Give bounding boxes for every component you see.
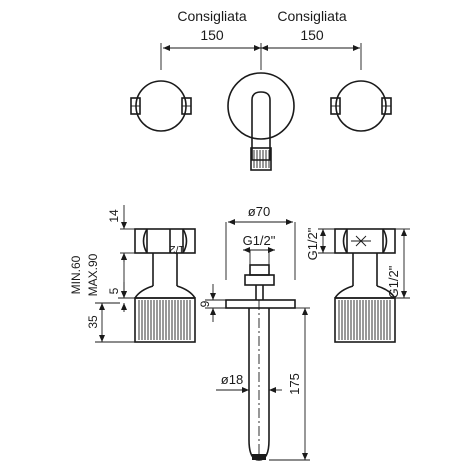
dim-g12-center: G1/2" [243, 233, 276, 248]
center-dimensions: 9 ø18 175 [198, 284, 310, 461]
dim-g12-right-bottom: G1/2" [386, 265, 401, 298]
right-handle-top [330, 80, 392, 132]
dim-diam18: ø18 [221, 372, 243, 387]
dim-9: 9 [198, 300, 212, 307]
right-dimensions: G1/2" G1/2" [305, 227, 410, 299]
dim-175: 175 [287, 373, 302, 395]
spout-top [227, 72, 295, 171]
right-valve-body [334, 228, 396, 343]
left-valve-thread-label: 1/2 [169, 243, 184, 255]
dim-diam70: ø70 [248, 204, 270, 219]
dim-max: MAX.90 [86, 253, 100, 296]
dim-35: 35 [86, 315, 100, 329]
spacing-dim-right: 150 [300, 27, 324, 43]
recommended-label-right: Consigliata [277, 8, 346, 24]
left-handle-knurl [138, 300, 191, 340]
spacing-dimension-line [160, 43, 362, 70]
dim-5: 5 [107, 287, 121, 294]
dim-min: MIN.60 [69, 255, 83, 294]
recommended-label-left: Consigliata [177, 8, 246, 24]
left-valve-body: 1/2 [134, 228, 196, 343]
front-view: 1/2 [69, 204, 410, 462]
left-dimensions: 14 MIN.60 MAX.90 5 35 [69, 205, 135, 343]
spout-aerator-hatch [253, 150, 270, 168]
spacing-dim-left: 150 [200, 27, 224, 43]
left-handle-top [130, 80, 192, 132]
spout-front: ø70 G1/2" [225, 204, 296, 462]
dim-14: 14 [107, 209, 121, 223]
top-view: Consigliata Consigliata 150 150 [130, 8, 392, 171]
dim-g12-right-top: G1/2" [305, 227, 320, 260]
right-handle-knurl [338, 300, 391, 340]
